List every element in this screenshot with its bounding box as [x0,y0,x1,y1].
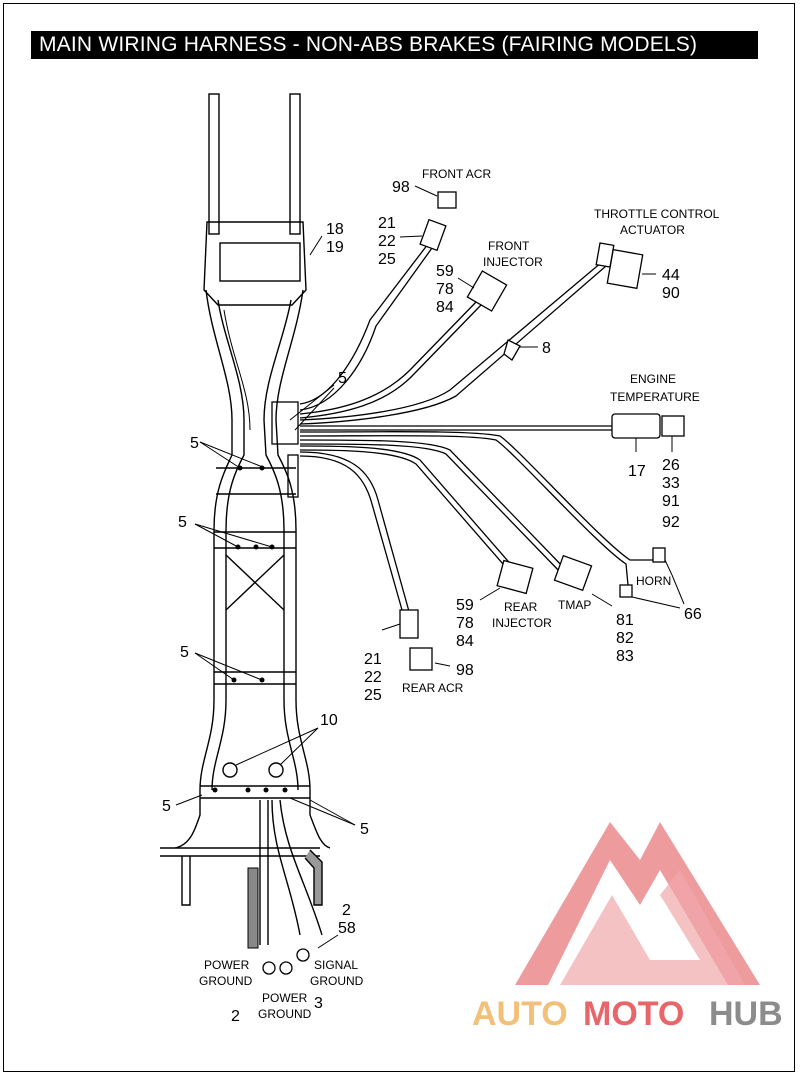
rear-injector-label-line2: INJECTOR [492,616,552,630]
rear-injector-label-line1: REAR [504,600,538,614]
engine-temp-label-line1: ENGINE [630,372,676,386]
callout-grommet: 10 [320,712,338,729]
watermark-auto: AUTO [472,995,568,1033]
horn-terminal-lower [619,584,633,598]
power-ground-mid-line2: GROUND [258,1007,312,1021]
callout-clip-junction: 5 [338,370,347,387]
front-acr-connector [437,191,457,209]
engine-temp-connector [661,415,685,437]
throttle-label-line1: THROTTLE CONTROL [594,207,720,221]
engine-temp-sensor [611,413,661,439]
front-acr-label: FRONT ACR [422,167,491,181]
callout-front-inj-2: 78 [436,281,454,298]
callout-power-ground-mid: 3 [314,995,323,1012]
callout-throttle-2: 90 [662,285,680,302]
horn-label: HORN [636,574,671,588]
callout-tmap-3: 83 [616,648,634,665]
callout-signal-ground-2: 58 [338,920,356,937]
callout-engine-temp-4: 92 [662,514,680,531]
power-ground-mid-line1: POWER [262,991,308,1005]
callout-engine-temp-sensor: 17 [628,463,646,480]
ring-terminal-power-mid [279,961,293,975]
callout-rear-inj-1: 59 [456,597,474,614]
front-acr-plug [419,218,447,252]
rear-acr-label: REAR ACR [402,681,464,695]
callout-numbers: 98 21 22 25 18 19 59 78 84 44 90 8 5 5 5… [162,179,702,1025]
callout-engine-temp-2: 33 [662,475,680,492]
callout-rear-acr: 98 [456,662,474,679]
rear-injector-connector [496,559,534,595]
watermark-hub: HUB [709,995,783,1033]
callout-clip: 8 [542,340,551,357]
callout-throttle-1: 44 [662,267,680,284]
callout-signal-ground-1: 2 [342,902,351,919]
engine-temp-label-line2: TEMPERATURE [610,390,700,404]
callout-engine-temp-3: 91 [662,493,680,510]
watermark-logo [515,822,760,985]
leader-lines [175,185,685,949]
callout-clip-upper: 5 [190,435,199,452]
power-ground-left-line1: POWER [204,958,250,972]
callout-front-acr-conn-3: 25 [378,251,396,268]
signal-ground-line2: GROUND [310,974,364,988]
callout-front-acr-conn-1: 21 [378,215,396,232]
front-injector-connector [466,270,508,312]
rear-acr-connector [409,647,433,671]
callout-frame-1: 18 [326,221,344,238]
page-title: MAIN WIRING HARNESS - NON-ABS BRAKES (FA… [31,31,758,59]
ring-terminal-power-left [262,961,276,975]
clip-8-shape [503,339,521,361]
callout-tmap-1: 81 [616,612,634,629]
horn-terminal-upper [652,547,666,563]
ring-terminal-signal [296,948,310,962]
callout-clip-rear-left: 5 [162,798,171,815]
callout-rear-inj-2: 78 [456,615,474,632]
tmap-label: TMAP [558,598,591,612]
callout-front-acr: 98 [392,179,410,196]
callout-tmap-2: 82 [616,630,634,647]
callout-rear-acr-conn-3: 25 [364,687,382,704]
frame-chassis [160,93,331,949]
watermark-moto: MOTO [583,995,684,1033]
callout-rear-inj-3: 84 [456,633,474,650]
connector-shapes [262,191,685,975]
watermark-text: AUTO MOTO HUB [472,995,783,1033]
callout-clip-lower: 5 [180,644,189,661]
page-frame [3,3,795,1072]
callout-front-acr-conn-2: 22 [378,233,396,250]
front-injector-label-line1: FRONT [488,239,530,253]
harness-branches [271,243,655,618]
rear-acr-plug [399,609,419,639]
callout-frame-2: 19 [326,239,344,256]
callout-front-inj-1: 59 [436,263,454,280]
power-ground-left-line2: GROUND [199,974,253,988]
component-labels: FRONT ACR THROTTLE CONTROL ACTUATOR FRON… [199,167,720,1021]
tmap-connector [553,554,593,592]
callout-power-ground-left: 2 [231,1008,240,1025]
front-injector-label-line2: INJECTOR [483,255,543,269]
clip-dots [212,465,288,793]
throttle-label-line2: ACTUATOR [620,223,685,237]
callout-engine-temp-1: 26 [662,457,680,474]
callout-clip-rear-right: 5 [360,821,369,838]
callout-front-inj-3: 84 [436,299,454,316]
callout-clip-middle: 5 [178,514,187,531]
signal-ground-line1: SIGNAL [314,958,358,972]
callout-horn: 66 [684,606,702,623]
callout-rear-acr-conn-1: 21 [364,651,382,668]
callout-rear-acr-conn-2: 22 [364,669,382,686]
